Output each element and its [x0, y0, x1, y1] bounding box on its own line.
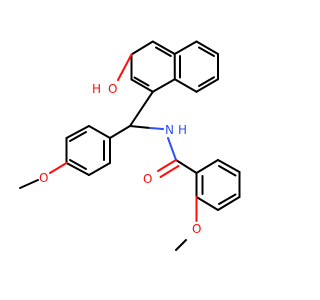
bond [217, 196, 241, 211]
double-bond-inner [69, 159, 87, 170]
bond [195, 196, 219, 211]
bond [88, 125, 111, 139]
bond [157, 159, 177, 172]
double-bond-inner [69, 131, 87, 142]
bond [65, 162, 90, 176]
bond [167, 137, 177, 161]
carbonyl-group: O [143, 159, 198, 186]
bond [129, 90, 154, 127]
benzoyl-ring [195, 159, 241, 211]
bond [175, 159, 198, 174]
bond [130, 78, 154, 93]
methine-center [129, 90, 154, 129]
bond [149, 127, 164, 130]
bond [217, 159, 241, 173]
amide-hydrogen-label: H [178, 123, 187, 137]
methoxy-left: O [19, 162, 68, 189]
bond [65, 125, 90, 139]
bond [88, 162, 111, 176]
double-bond-inner [133, 76, 150, 87]
amide-nitrogen-label: N [165, 123, 174, 137]
naphthalene-ring-a [130, 40, 176, 93]
bond [151, 78, 176, 93]
bond [19, 179, 39, 189]
double-bond-inner [155, 46, 172, 57]
bond [130, 40, 154, 56]
bond [109, 125, 131, 139]
bond [175, 239, 187, 251]
methoxy-bottom-oxygen-label: O [192, 222, 201, 236]
amide-nh: N H [149, 123, 187, 161]
double-bond-inner [198, 46, 215, 57]
double-bond-inner [198, 76, 215, 87]
bond [151, 40, 176, 55]
naphthalene-ring-b [173, 40, 219, 93]
bond [117, 53, 133, 81]
bond [173, 40, 198, 55]
methoxy-left-oxygen-label: O [39, 171, 48, 185]
carbonyl-oxygen-label: O [143, 172, 152, 186]
methoxy-bottom: O [175, 196, 201, 251]
hydroxyl-group: O H [92, 53, 133, 96]
anisyl-ring-left [65, 125, 131, 176]
hydroxyl-oxygen-label: O [108, 82, 117, 96]
hydroxyl-hydrogen-label: H [92, 82, 101, 96]
bond [129, 125, 151, 129]
bond [195, 78, 219, 93]
double-bond-inner [218, 165, 237, 177]
double-bond-inner [159, 165, 180, 178]
bond [195, 159, 219, 174]
bond [49, 162, 68, 174]
double-bond-inner [218, 193, 237, 205]
structure-diagram: O H N H O O [19, 40, 241, 251]
bond [173, 78, 198, 93]
bond [195, 40, 219, 55]
